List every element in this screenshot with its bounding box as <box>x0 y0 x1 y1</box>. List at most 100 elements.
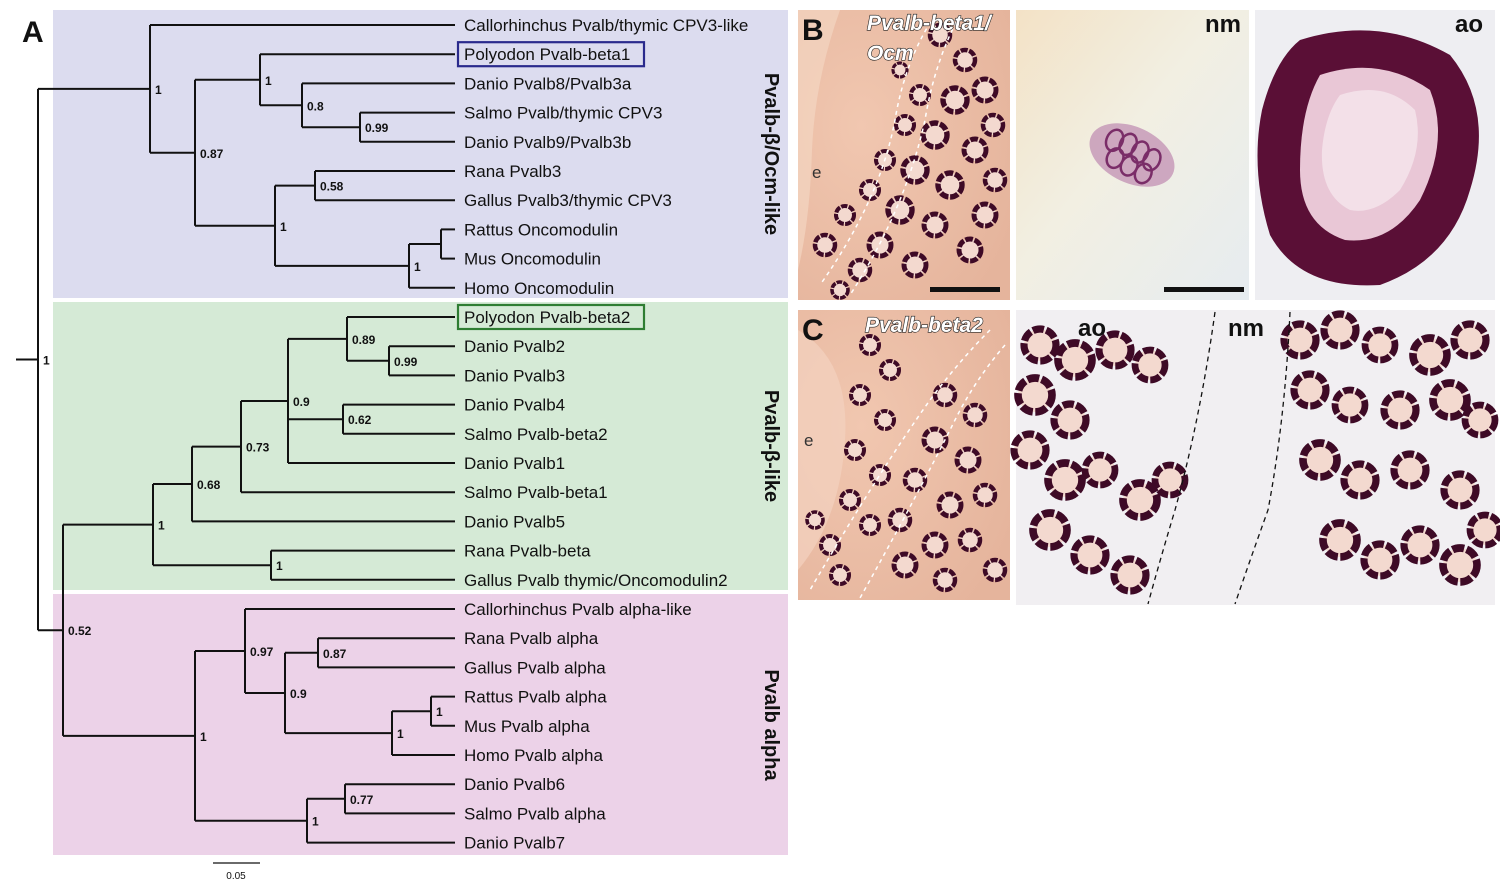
support-value: 0.62 <box>348 413 372 427</box>
leaf-label: Callorhinchus Pvalb/thymic CPV3-like <box>464 16 748 35</box>
support-value: 0.87 <box>200 147 224 161</box>
cell-cluster <box>921 531 949 559</box>
leaf-label: Danio Pvalb9/Pvalb3b <box>464 133 631 152</box>
cell-cluster <box>838 488 862 512</box>
cell-cluster <box>833 203 857 227</box>
leaf-label: Danio Pvalb6 <box>464 775 565 794</box>
clade-band-beta <box>53 302 788 590</box>
support-labels: 0.990.8110.5810.8710.990.890.620.90.730.… <box>43 74 443 829</box>
clade-band-alpha <box>53 594 788 855</box>
cell-cluster <box>893 113 917 137</box>
leaf-label: Rattus Oncomodulin <box>464 220 618 239</box>
cell <box>1131 346 1169 384</box>
cell-cluster <box>887 507 913 533</box>
panel-c-gene-label: Pvalb-beta2 <box>865 314 983 337</box>
support-value: 1 <box>158 519 165 533</box>
cell-cluster <box>891 551 919 579</box>
support-value: 1 <box>414 260 421 274</box>
cell <box>1409 334 1451 376</box>
panel-b-nm: nm <box>1016 10 1249 300</box>
support-value: 1 <box>397 727 404 741</box>
cell-cluster <box>980 112 1006 138</box>
leaf-label: Danio Pvalb8/Pvalb3a <box>464 74 632 93</box>
panel-c-letter: C <box>802 314 824 347</box>
support-value: 1 <box>276 559 283 573</box>
support-value: 0.73 <box>246 441 270 455</box>
cell-cluster <box>858 333 882 357</box>
panel-b-scale-bar-1 <box>930 287 1000 292</box>
leaf-label: Salmo Pvalb-beta2 <box>464 425 608 444</box>
cell-cluster <box>891 61 909 79</box>
support-value: 0.97 <box>250 645 274 659</box>
panel-c-epithelium <box>798 330 846 570</box>
clade-title-alpha: Pvalb alpha <box>760 669 782 781</box>
cell <box>1331 386 1369 424</box>
panel-a-letter: A <box>22 16 44 49</box>
cell-cluster <box>956 236 984 264</box>
support-value: 1 <box>265 74 272 88</box>
cell-cluster <box>921 426 949 454</box>
cell-cluster <box>982 557 1008 583</box>
support-value: 0.68 <box>197 478 221 492</box>
cell-cluster <box>901 251 929 279</box>
leaf-label: Polyodon Pvalb-beta1 <box>464 45 630 64</box>
cell-cluster <box>927 22 953 48</box>
panel-c-nm-boundary-1 <box>1147 311 1216 605</box>
cell-cluster <box>858 178 882 202</box>
panel-c: e Pvalb-beta2 C ao nm <box>798 310 1500 605</box>
cell <box>1361 326 1399 364</box>
support-value: 0.58 <box>320 180 344 194</box>
cell-cluster <box>843 438 867 462</box>
cell-cluster <box>900 155 930 185</box>
cell-cluster <box>954 446 982 474</box>
cell <box>1290 370 1330 410</box>
leaf-label: Homo Oncomodulin <box>464 279 614 298</box>
leaf-label: Danio Pvalb5 <box>464 512 565 531</box>
cell <box>1380 390 1420 430</box>
support-value: 1 <box>200 730 207 744</box>
leaf-label: Callorhinchus Pvalb alpha-like <box>464 600 692 619</box>
highlight-box <box>456 303 646 331</box>
panel-c-e-label: e <box>804 431 813 450</box>
leaf-label: Polyodon Pvalb-beta2 <box>464 308 630 327</box>
leaf-label: Mus Oncomodulin <box>464 250 601 269</box>
leaf-label: Homo Pvalb alpha <box>464 746 603 765</box>
support-value: 0.89 <box>352 333 376 347</box>
panel-c-section: e Pvalb-beta2 <box>798 310 1010 600</box>
cell <box>1010 430 1050 470</box>
cell <box>1400 525 1440 565</box>
cell-cluster <box>971 76 999 104</box>
panel-b-e-label: e <box>812 163 821 182</box>
panel-b: e Pvalb-beta1/ Ocm B nm <box>798 10 1495 300</box>
cell <box>1320 310 1360 350</box>
leaf-label: Rattus Pvalb alpha <box>464 688 607 707</box>
cell-cluster <box>858 513 882 537</box>
cell <box>1299 439 1341 481</box>
cell-cluster <box>868 463 892 487</box>
cell-cluster <box>848 383 872 407</box>
support-value: 0.9 <box>293 395 310 409</box>
panel-c-closeup: ao nm <box>1010 310 1500 605</box>
highlight-box <box>456 41 646 68</box>
leaf-boxes <box>456 41 646 331</box>
cell <box>1070 535 1110 575</box>
cell <box>1014 374 1056 416</box>
cell <box>1044 459 1086 501</box>
panel-b-scale-bar-2 <box>1164 287 1244 292</box>
panel-b-letter: B <box>802 14 824 47</box>
cell <box>1429 379 1471 421</box>
panel-c-nm-label: nm <box>1228 315 1264 342</box>
support-value: 0.77 <box>350 793 374 807</box>
leaf-label: Danio Pvalb3 <box>464 366 565 385</box>
panel-c-cell-clusters <box>805 333 1008 593</box>
support-value: 0.9 <box>290 687 307 701</box>
support-value: 0.8 <box>307 99 324 113</box>
cell <box>1095 330 1135 370</box>
cell-cluster <box>805 510 825 530</box>
cell-cluster <box>957 527 983 553</box>
scale-bar-label: 0.05 <box>226 871 246 882</box>
panel-c-ao-label: ao <box>1078 315 1106 342</box>
panel-b-section: e Pvalb-beta1/ Ocm <box>798 10 1010 300</box>
support-value: 1 <box>43 354 50 368</box>
